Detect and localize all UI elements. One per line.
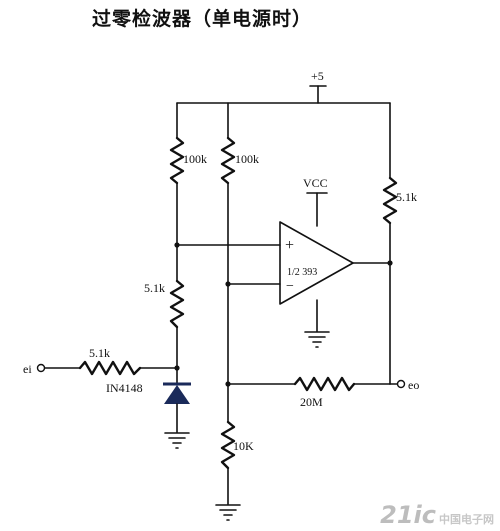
opamp: + − 1/2 393 — [279, 221, 354, 305]
resistor-r-bottom-label: 10K — [233, 439, 254, 453]
ground-bottom — [215, 504, 241, 521]
resistor-r3-label: 5.1k — [144, 281, 165, 295]
input-branch: ei 5.1k — [23, 346, 180, 376]
resistor-r-bottom — [220, 420, 236, 470]
input-label: ei — [23, 362, 32, 376]
watermark-brand: 21ic — [380, 501, 436, 529]
opamp-label: 1/2 393 — [287, 267, 317, 278]
resistor-r4 — [382, 176, 398, 225]
diode-label: IN4148 — [106, 381, 143, 395]
output-terminal — [396, 379, 406, 389]
ground-opamp — [304, 331, 330, 348]
output-label: eo — [408, 378, 419, 392]
opamp-plus: + — [285, 237, 294, 254]
resistor-r1-label: 100k — [183, 152, 207, 166]
resistor-r4-label: 5.1k — [396, 190, 417, 204]
resistor-r-in-label: 5.1k — [89, 346, 110, 360]
opamp-connections: VCC — [174, 176, 330, 348]
opamp-minus: − — [286, 279, 294, 294]
resistor-r-fb-label: 20M — [300, 395, 323, 409]
resistor-r-fb — [293, 376, 356, 392]
supply-rail: +5 — [176, 69, 391, 104]
supply-label: +5 — [311, 69, 324, 83]
middle-branch: 100k 10K — [215, 102, 259, 521]
left-branch: 100k 5.1k IN4148 — [106, 102, 207, 449]
input-terminal — [36, 363, 46, 373]
ground-left — [164, 432, 190, 449]
resistor-r3 — [169, 279, 185, 329]
resistor-r2-label: 100k — [235, 152, 259, 166]
watermark-cn: 中国电子网 — [439, 513, 494, 526]
resistor-r2 — [220, 136, 236, 185]
vcc-label: VCC — [303, 176, 328, 190]
diode: IN4148 — [106, 381, 191, 404]
resistor-r-in — [78, 360, 142, 376]
output-branch: 5.1k eo — [352, 102, 419, 392]
resistor-r1 — [169, 136, 185, 185]
feedback-branch: 20M — [225, 376, 391, 409]
diagram-title: 过零检波器（单电源时） — [92, 8, 313, 30]
